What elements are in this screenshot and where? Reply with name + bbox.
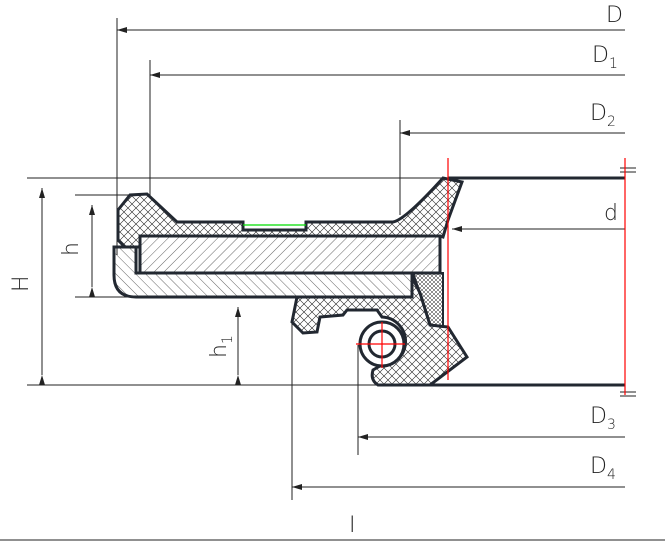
label-D2: D2 <box>590 101 616 130</box>
metal-insert <box>138 234 442 275</box>
seal-insert-dense <box>411 272 444 329</box>
label-D1: D1 <box>592 43 618 72</box>
dimension-lines <box>0 18 665 541</box>
label-D4: D4 <box>590 454 616 483</box>
label-h1: h1 <box>207 335 236 358</box>
label-h: h <box>59 242 84 256</box>
label-I: I <box>349 513 356 538</box>
label-H: H <box>9 275 34 292</box>
label-d: d <box>604 201 618 226</box>
centerlines <box>356 158 626 395</box>
label-D3: D3 <box>590 404 616 433</box>
label-D: D <box>606 3 623 28</box>
